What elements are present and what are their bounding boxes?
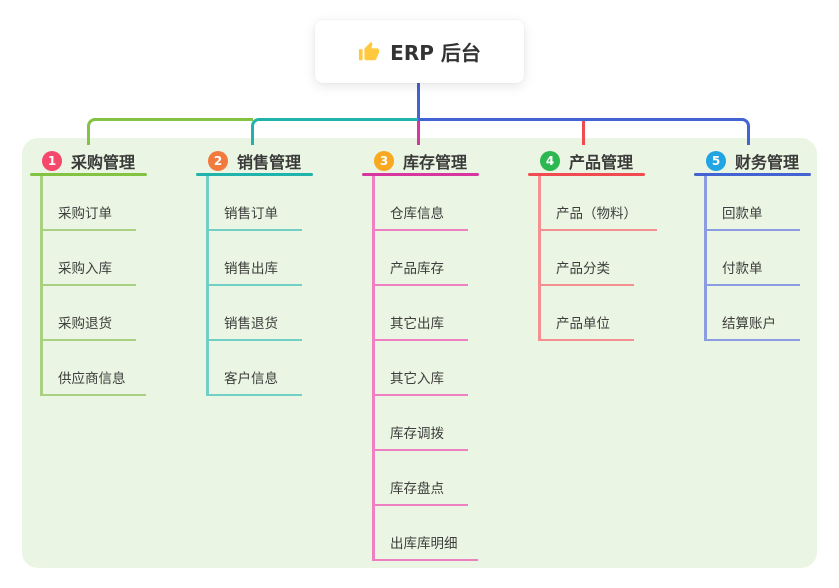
- child-node-label: 仓库信息: [372, 204, 468, 231]
- child-node-label: 出库库明细: [372, 534, 478, 561]
- branch-sales-title[interactable]: 2 销售管理: [208, 150, 301, 172]
- branch-title-label: 财务管理: [735, 153, 800, 172]
- child-node[interactable]: 仓库信息: [372, 203, 468, 231]
- child-node-label: 产品（物料）: [538, 204, 657, 231]
- child-node-label: 其它入库: [372, 369, 468, 396]
- child-node-label: 产品单位: [538, 314, 634, 341]
- child-node[interactable]: 采购退货: [40, 313, 136, 341]
- branch-number-badge: 2: [208, 151, 228, 171]
- child-node-label: 产品分类: [538, 259, 634, 286]
- branch-number-badge: 5: [706, 151, 726, 171]
- branch-underline: [30, 173, 147, 176]
- child-node-label: 库存调拨: [372, 424, 468, 451]
- branch-number-badge: 1: [42, 151, 62, 171]
- child-node[interactable]: 其它出库: [372, 313, 468, 341]
- branch-title-label: 产品管理: [569, 153, 634, 172]
- branch-inventory-title[interactable]: 3 库存管理: [374, 150, 467, 172]
- child-node-label: 产品库存: [372, 259, 468, 286]
- child-node[interactable]: 其它入库: [372, 368, 468, 396]
- root-node[interactable]: ERP 后台: [315, 20, 524, 83]
- branch-child-connector: [372, 176, 375, 561]
- child-node[interactable]: 库存调拨: [372, 423, 468, 451]
- branch-number-badge: 3: [374, 151, 394, 171]
- thumbs-up-icon: [359, 41, 380, 60]
- child-node-label: 库存盘点: [372, 479, 468, 506]
- child-node[interactable]: 产品（物料）: [538, 203, 657, 231]
- child-node[interactable]: 产品库存: [372, 258, 468, 286]
- branch-underline: [694, 173, 811, 176]
- child-node-label: 结算账户: [704, 314, 800, 341]
- branch-underline: [362, 173, 479, 176]
- child-node[interactable]: 库存盘点: [372, 478, 468, 506]
- branch-underline: [528, 173, 645, 176]
- child-node[interactable]: 结算账户: [704, 313, 800, 341]
- branch-finance-title[interactable]: 5 财务管理: [706, 150, 799, 172]
- branch-purchase-title[interactable]: 1 采购管理: [42, 150, 135, 172]
- branch-child-connector: [206, 176, 209, 396]
- connector-branch4-drop: [582, 121, 585, 145]
- branch-title-label: 销售管理: [237, 153, 302, 172]
- child-node[interactable]: 采购订单: [40, 203, 136, 231]
- branch-child-connector: [40, 176, 43, 396]
- child-node[interactable]: 采购入库: [40, 258, 136, 286]
- child-node[interactable]: 销售出库: [206, 258, 302, 286]
- child-node[interactable]: 回款单: [704, 203, 800, 231]
- child-node-label: 采购退货: [40, 314, 136, 341]
- child-node-label: 销售订单: [206, 204, 302, 231]
- child-node-label: 客户信息: [206, 369, 302, 396]
- child-node[interactable]: 销售订单: [206, 203, 302, 231]
- mindmap-background-panel: [22, 138, 817, 568]
- child-node[interactable]: 付款单: [704, 258, 800, 286]
- child-node-label: 回款单: [704, 204, 800, 231]
- child-node-label: 供应商信息: [40, 369, 146, 396]
- child-node[interactable]: 销售退货: [206, 313, 302, 341]
- connector-branch2-elbow: [251, 118, 418, 145]
- child-node-label: 付款单: [704, 259, 800, 286]
- child-node-label: 销售退货: [206, 314, 302, 341]
- branch-product-title[interactable]: 4 产品管理: [540, 150, 633, 172]
- child-node[interactable]: 出库库明细: [372, 533, 478, 561]
- child-node-label: 销售出库: [206, 259, 302, 286]
- connector-branch1-elbow: [87, 118, 253, 145]
- child-node-label: 采购订单: [40, 204, 136, 231]
- branch-underline: [196, 173, 313, 176]
- child-node[interactable]: 供应商信息: [40, 368, 146, 396]
- connector-branch3-drop: [417, 121, 420, 145]
- child-node-label: 其它出库: [372, 314, 468, 341]
- branch-child-connector: [538, 176, 541, 341]
- child-node[interactable]: 产品单位: [538, 313, 634, 341]
- child-node[interactable]: 产品分类: [538, 258, 634, 286]
- connector-root-stem: [417, 83, 420, 119]
- branch-title-label: 采购管理: [71, 153, 136, 172]
- root-title: ERP 后台: [390, 41, 481, 65]
- child-node-label: 采购入库: [40, 259, 136, 286]
- child-node[interactable]: 客户信息: [206, 368, 302, 396]
- branch-number-badge: 4: [540, 151, 560, 171]
- connector-branch5-elbow: [418, 118, 750, 145]
- branch-title-label: 库存管理: [403, 153, 468, 172]
- branch-child-connector: [704, 176, 707, 341]
